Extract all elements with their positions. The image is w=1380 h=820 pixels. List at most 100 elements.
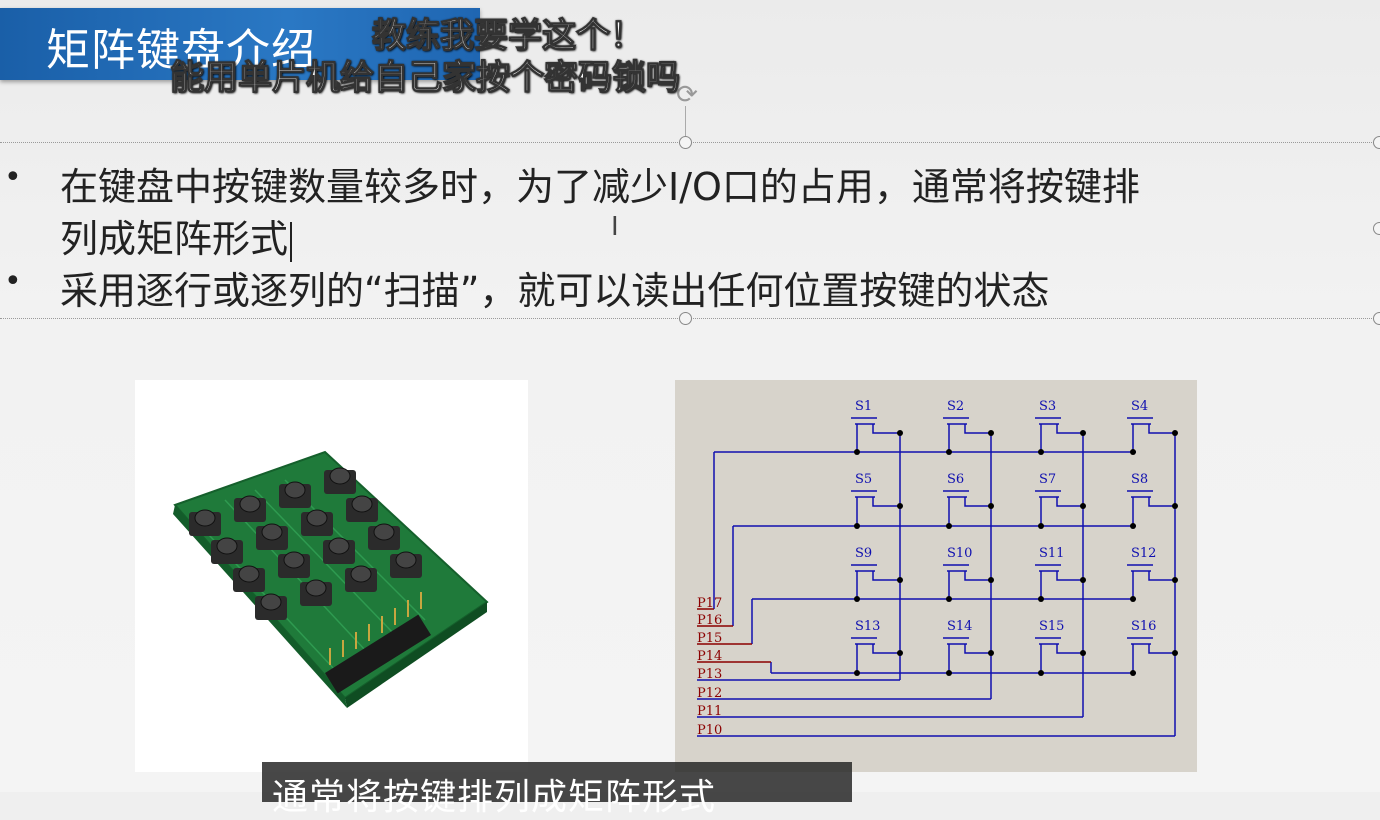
junction-dot	[946, 523, 952, 529]
ibeam-cursor-icon: I	[611, 212, 619, 242]
keypad-button-cap	[283, 551, 305, 569]
keypad-button-cap	[216, 537, 238, 555]
junction-dot	[854, 523, 860, 529]
port-label: P15	[697, 631, 722, 646]
junction-dot	[988, 577, 994, 583]
junction-dot	[1130, 596, 1136, 602]
resize-handle-top-right[interactable]	[1373, 136, 1380, 149]
port-label: P12	[697, 686, 722, 701]
junction-dot	[1172, 503, 1178, 509]
keypad-photo-image	[173, 450, 489, 708]
junction-dot	[1172, 577, 1178, 583]
junction-dot	[1172, 650, 1178, 656]
keypad-button-cap	[351, 495, 373, 513]
junction-dot	[1130, 523, 1136, 529]
switch-label: S15	[1039, 619, 1064, 634]
switch-lead-col	[872, 424, 900, 434]
junction-dot	[1172, 430, 1178, 436]
switch-lead-col	[964, 424, 991, 434]
keypad-button-cap	[350, 565, 372, 583]
junction-dot	[854, 670, 860, 676]
keypad-button-cap	[373, 523, 395, 541]
junction-dot	[946, 670, 952, 676]
switch-label: S14	[947, 619, 972, 634]
keypad-button-cap	[305, 579, 327, 597]
switch-label: S11	[1039, 546, 1064, 561]
rotate-handle-icon[interactable]: ⟳	[676, 80, 698, 110]
junction-dot	[988, 503, 994, 509]
keypad-button-cap	[284, 481, 306, 499]
port-label: P16	[697, 613, 722, 628]
junction-dot	[988, 430, 994, 436]
junction-dot	[1038, 596, 1044, 602]
junction-dot	[946, 596, 952, 602]
keypad-button-cap	[239, 495, 261, 513]
keypad-button-cap	[329, 467, 351, 485]
switch-lead-col	[872, 644, 900, 654]
keypad-button-cap	[194, 509, 216, 527]
bullet-marker: •	[4, 264, 22, 299]
port-label: P11	[697, 704, 722, 719]
keypad-button-cap	[395, 551, 417, 569]
bullet-line: 在键盘中按键数量较多时，为了减少I/O口的占用，通常将按键排	[60, 165, 1140, 209]
switch-label: S4	[1131, 399, 1148, 414]
switch-lead-col	[872, 571, 900, 581]
bullet-line: 列成矩阵形式	[60, 217, 289, 261]
junction-dot	[988, 650, 994, 656]
junction-dot	[854, 449, 860, 455]
port-label: P17	[697, 596, 722, 611]
slide-title[interactable]: 矩阵键盘介绍	[46, 25, 316, 76]
switch-lead-col	[1148, 497, 1175, 507]
keypad-button-cap	[238, 565, 260, 583]
switch-label: S16	[1131, 619, 1156, 634]
junction-dot	[897, 503, 903, 509]
switch-label: S7	[1039, 472, 1056, 487]
switch-lead-col	[1148, 424, 1175, 434]
port-label: P10	[697, 723, 722, 738]
resize-handle-right[interactable]	[1373, 222, 1380, 235]
keypad-button-cap	[306, 509, 328, 527]
title-banner	[0, 8, 480, 80]
junction-dot	[897, 430, 903, 436]
junction-dot	[854, 596, 860, 602]
junction-dot	[946, 449, 952, 455]
resize-handle-bottom-right[interactable]	[1373, 312, 1380, 325]
rotate-handle-stem	[685, 106, 686, 136]
switch-lead-col	[872, 497, 900, 507]
switch-label: S10	[947, 546, 972, 561]
resize-handle-top[interactable]	[679, 136, 692, 149]
junction-dot	[1038, 449, 1044, 455]
switch-lead-col	[1056, 424, 1083, 434]
switch-lead-col	[1148, 644, 1175, 654]
resize-handle-bottom[interactable]	[679, 312, 692, 325]
keypad-button-cap	[261, 523, 283, 541]
switch-label: S3	[1039, 399, 1056, 414]
port-label: P14	[697, 649, 722, 664]
junction-dot	[1038, 670, 1044, 676]
switch-label: S1	[855, 399, 872, 414]
switch-lead-col	[964, 571, 991, 581]
junction-dot	[897, 650, 903, 656]
text-cursor	[290, 221, 293, 262]
junction-dot	[1080, 503, 1086, 509]
junction-dot	[1130, 670, 1136, 676]
switch-lead-col	[964, 644, 991, 654]
switch-label: S2	[947, 399, 964, 414]
keypad-button-cap	[328, 537, 350, 555]
junction-dot	[1130, 449, 1136, 455]
junction-dot	[897, 577, 903, 583]
junction-dot	[1038, 523, 1044, 529]
junction-dot	[1080, 650, 1086, 656]
switch-lead-col	[1056, 644, 1083, 654]
switch-label: S6	[947, 472, 964, 487]
switch-lead-col	[1148, 571, 1175, 581]
danmaku-comment: 教练我要学这个！	[371, 15, 644, 56]
switch-label: S12	[1131, 546, 1156, 561]
keypad-button-cap	[260, 593, 282, 611]
junction-dot	[1080, 430, 1086, 436]
bullet-line: 采用逐行或逐列的“扫描”，就可以读出任何位置按键的状态	[60, 269, 1050, 313]
danmaku-comment: 能用单片机给自己家按个密码锁吗	[169, 57, 680, 98]
keypad-photo[interactable]	[135, 380, 528, 772]
